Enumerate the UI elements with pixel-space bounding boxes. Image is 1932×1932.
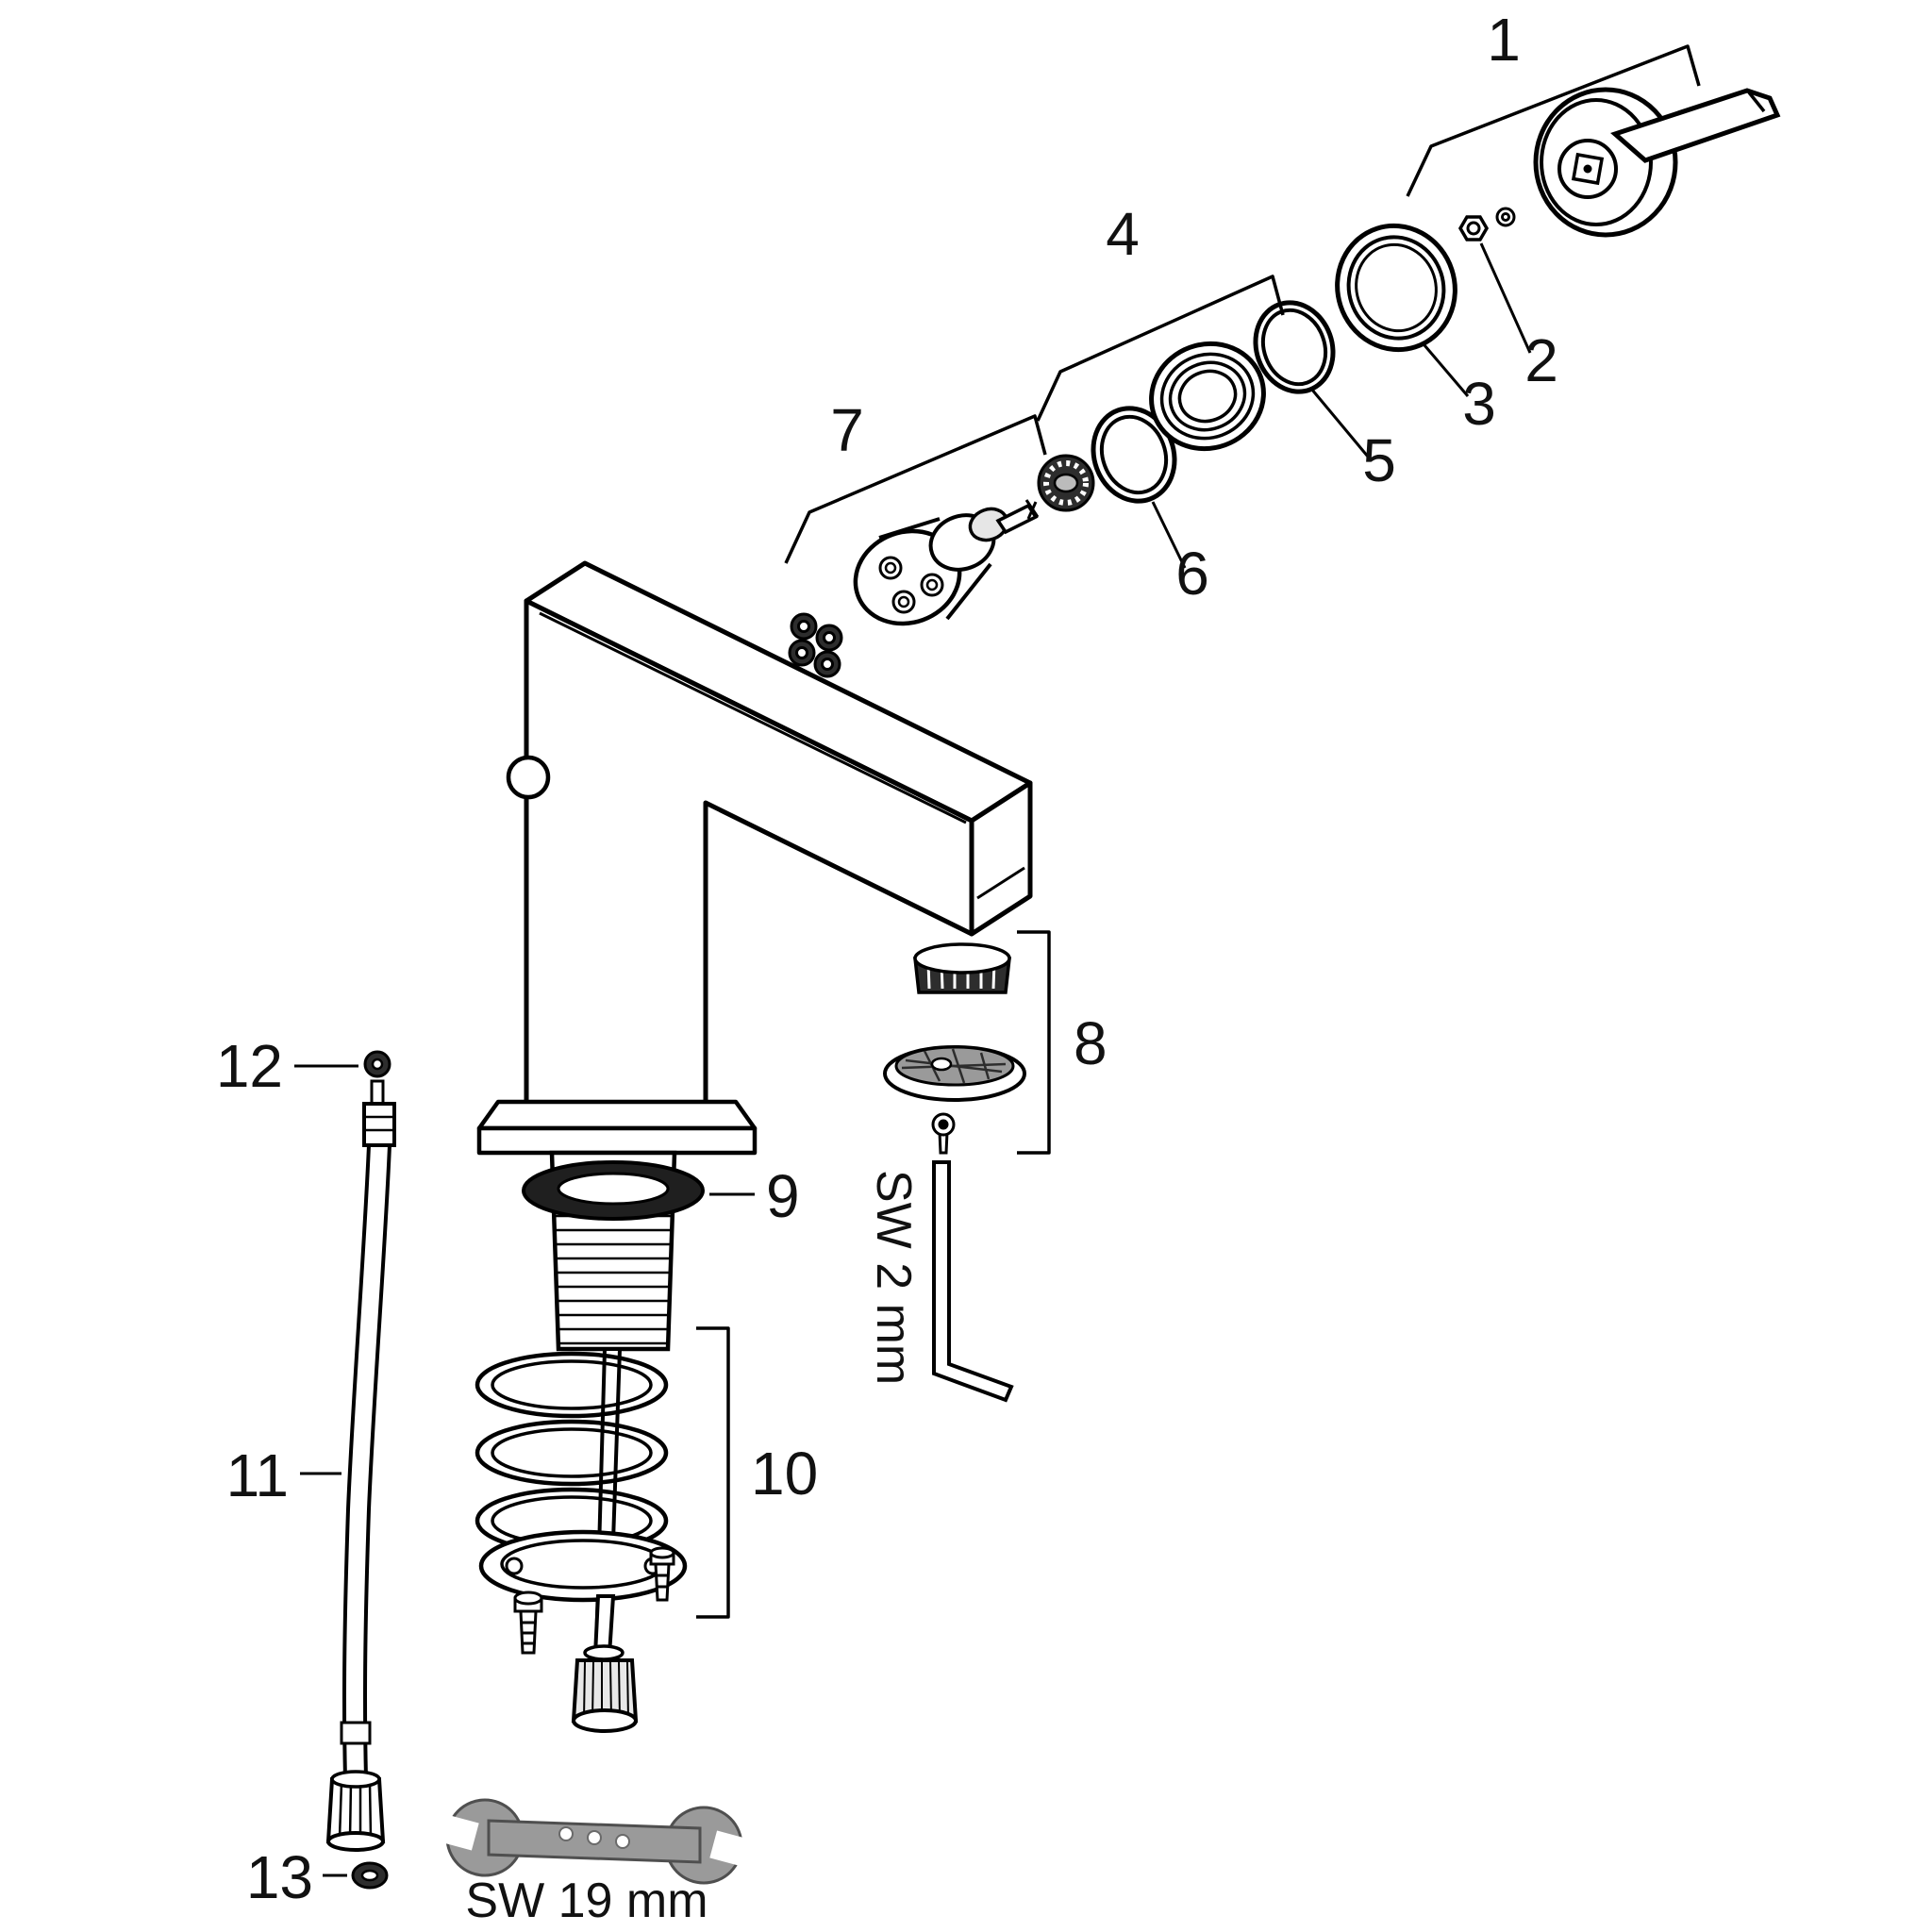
supply-hose	[325, 1079, 396, 1852]
part-label-8: 8	[1074, 1009, 1108, 1077]
spout-lip-line	[976, 866, 1025, 900]
part-label-10: 10	[751, 1440, 818, 1507]
part-label-4: 4	[1106, 200, 1140, 268]
bracket-1	[1406, 44, 1701, 197]
cartridge-knurled-nut	[1037, 454, 1095, 512]
handle	[1533, 87, 1781, 238]
bracket-10	[696, 1326, 730, 1619]
retaining-nut	[1149, 341, 1266, 452]
bracket-4	[1036, 275, 1285, 422]
hose-o-ring-part12	[363, 1050, 391, 1078]
cartridge-seals	[788, 612, 843, 678]
mounting-flange	[478, 1529, 688, 1603]
part-label-3: 3	[1462, 370, 1496, 438]
handle-hole	[506, 755, 551, 800]
cartridge	[853, 499, 1040, 626]
bracket-7	[784, 414, 1047, 564]
part-label-6: 6	[1175, 540, 1209, 608]
part-label-9: 9	[766, 1162, 800, 1230]
set-screw-washer	[1495, 207, 1516, 227]
leader-line-6	[1151, 501, 1187, 569]
spring-washer-1	[475, 1351, 669, 1419]
spout-chamfer-line	[539, 611, 967, 824]
part-label-1: 1	[1487, 6, 1521, 74]
brackets	[696, 44, 1701, 1619]
spring-washer-stack	[475, 1351, 669, 1555]
wrench-size-label: SW 19 mm	[465, 1874, 708, 1928]
set-screw-nut	[1457, 215, 1490, 242]
allen-key	[932, 1160, 1014, 1403]
o-ring-6	[1091, 406, 1177, 504]
part-label-12: 12	[216, 1032, 283, 1100]
mounting-screw-1	[513, 1591, 543, 1655]
part-label-11: 11	[226, 1441, 289, 1509]
leader-line-2	[1479, 242, 1532, 354]
hose-nut	[325, 1770, 386, 1852]
allen-key-size-label: SW 2 mm	[866, 1170, 921, 1385]
wrench	[408, 1798, 781, 1885]
part-label-13: 13	[246, 1843, 313, 1911]
leader-line-5	[1309, 388, 1370, 458]
spring-washer-2	[475, 1419, 669, 1487]
aerator-cap	[913, 942, 1011, 994]
part-label-5: 5	[1362, 426, 1396, 494]
part-label-7: 7	[830, 396, 864, 464]
leader-lines	[294, 242, 1532, 1877]
bracket-8	[1017, 930, 1051, 1155]
handle-lever	[1610, 88, 1781, 163]
gasket-part13	[351, 1861, 389, 1890]
trim-sleeve	[1335, 223, 1457, 353]
mounting-screw-2	[649, 1546, 675, 1602]
aerator-screw	[931, 1112, 956, 1155]
seal-washer-part9	[522, 1160, 705, 1221]
spray-former	[883, 1045, 1026, 1102]
rod-nut	[571, 1644, 639, 1733]
leader-line-3	[1423, 344, 1470, 397]
base-plate	[476, 1099, 758, 1156]
faucet-body	[506, 560, 1033, 1125]
part-label-2: 2	[1524, 326, 1558, 394]
